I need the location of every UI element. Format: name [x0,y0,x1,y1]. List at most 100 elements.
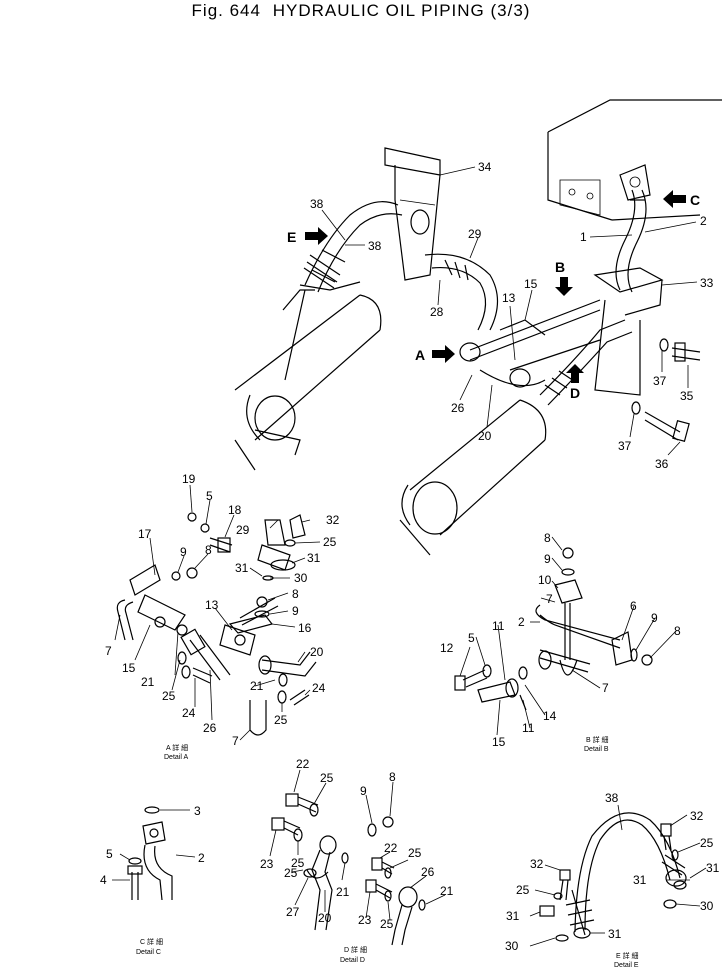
label-15: 15 [524,277,538,291]
label-1: 1 [580,230,587,244]
figure-caption: HYDRAULIC OIL PIPING (3/3) [272,1,531,20]
figure-number: Fig. 644 [191,1,261,20]
detail-d-label: 21 [440,884,454,898]
detail-b: 8 9 10 7 2 6 9 8 12 5 11 15 11 14 7 B 詳 … [440,531,681,753]
label-28: 28 [430,305,444,319]
detail-b-caption-en: Detail B [584,746,609,753]
detail-a-label: 21 [141,675,155,689]
detail-a-caption: A 詳 細 [166,743,188,752]
detail-a-caption-en: Detail A [164,754,188,761]
label-37a: 37 [653,374,667,388]
detail-a-label: 30 [294,571,308,585]
detail-b-label: 9 [544,552,551,566]
detail-d: 22 25 9 8 23 25 25 21 27 20 22 25 26 23 … [260,757,454,964]
detail-a-labels: 19 5 18 17 9 8 7 15 21 25 24 26 13 29 32… [105,472,340,748]
detail-b-label: 6 [630,599,637,613]
view-arrows: E A B D C [287,190,700,401]
detail-a-label: 16 [298,621,312,635]
detail-a-label: 29 [236,523,250,537]
detail-a-label: 24 [312,681,326,695]
detail-a-label: 18 [228,503,242,517]
label-36: 36 [655,457,669,471]
label-13: 13 [502,291,516,305]
label-2: 2 [700,214,707,228]
detail-c-caption: C 詳 細 [140,937,163,946]
detail-a-label: 31 [307,551,321,565]
detail-e: 38 32 25 31 32 25 31 30 31 30 31 E 詳 細 D… [505,791,720,969]
label-38a: 38 [310,197,324,211]
detail-d-label: 23 [260,857,274,871]
detail-a-label: 7 [232,734,239,748]
detail-a: 19 5 18 17 9 8 7 15 21 25 24 26 13 29 32… [105,472,340,761]
label-29: 29 [468,227,482,241]
detail-e-label: 25 [516,883,530,897]
detail-e-caption-en: Detail E [614,962,639,969]
arrow-d-label: D [570,385,580,401]
detail-d-label: 21 [336,885,350,899]
detail-c-label: 5 [106,847,113,861]
detail-e-caption: E 詳 細 [616,951,639,960]
detail-e-label: 31 [706,861,720,875]
detail-d-label: 22 [384,841,398,855]
detail-d-label: 25 [380,917,394,931]
detail-a-label: 24 [182,706,196,720]
detail-e-label: 31 [608,927,622,941]
detail-a-label: 9 [292,604,299,618]
detail-b-caption: B 詳 細 [586,735,609,744]
arrow-e-label: E [287,229,296,245]
detail-b-label: 12 [440,641,454,655]
detail-a-label: 26 [203,721,217,735]
detail-c-label: 2 [198,851,205,865]
detail-e-label: 31 [506,909,520,923]
arrow-a-label: A [415,347,425,363]
detail-e-label: 32 [530,857,544,871]
detail-a-label: 9 [180,545,187,559]
detail-b-label: 7 [546,592,553,606]
detail-a-label: 5 [206,489,213,503]
main-assembly [234,99,722,556]
arrow-b-label: B [555,259,565,275]
detail-c-label: 4 [100,873,107,887]
detail-d-caption-en: Detail D [340,957,365,964]
detail-c-label: 3 [194,804,201,818]
detail-a-label: 32 [326,513,340,527]
detail-b-label: 9 [651,611,658,625]
detail-e-label: 38 [605,791,619,805]
detail-e-label: 31 [633,873,647,887]
detail-d-label: 8 [389,770,396,784]
detail-d-labels: 22 25 9 8 23 25 25 21 27 20 22 25 26 23 … [260,757,454,931]
detail-e-label: 30 [700,899,714,913]
detail-b-label: 2 [518,615,525,629]
detail-d-label: 27 [286,905,300,919]
detail-a-label: 25 [274,713,288,727]
label-34: 34 [478,160,492,174]
detail-b-label: 11 [522,721,535,735]
arrow-c-label: C [690,192,700,208]
detail-a-label: 25 [323,535,337,549]
label-38b: 38 [368,239,382,253]
label-35: 35 [680,389,694,403]
detail-b-label: 10 [538,573,552,587]
detail-b-label: 15 [492,735,506,749]
detail-d-label: 9 [360,784,367,798]
detail-a-label: 15 [122,661,136,675]
detail-d-label: 25 [320,771,334,785]
detail-e-label: 30 [505,939,519,953]
detail-a-label: 8 [205,543,212,557]
detail-a-label: 20 [310,645,324,659]
detail-b-label: 11 [492,619,505,633]
detail-b-label: 8 [544,531,551,545]
main-callouts: 34 38 38 29 28 15 13 26 20 1 2 33 37 35 … [310,160,714,471]
detail-d-label: 20 [318,911,332,925]
label-33: 33 [700,276,714,290]
label-20: 20 [478,429,492,443]
detail-b-labels: 8 9 10 7 2 6 9 8 12 5 11 15 11 14 7 [440,531,681,749]
detail-d-label: 23 [358,913,372,927]
detail-a-label: 21 [250,679,264,693]
detail-e-label: 32 [690,809,704,823]
detail-d-caption: D 詳 細 [344,945,367,954]
detail-a-label: 13 [205,598,219,612]
detail-a-label: 8 [292,587,299,601]
detail-d-label: 25 [408,846,422,860]
